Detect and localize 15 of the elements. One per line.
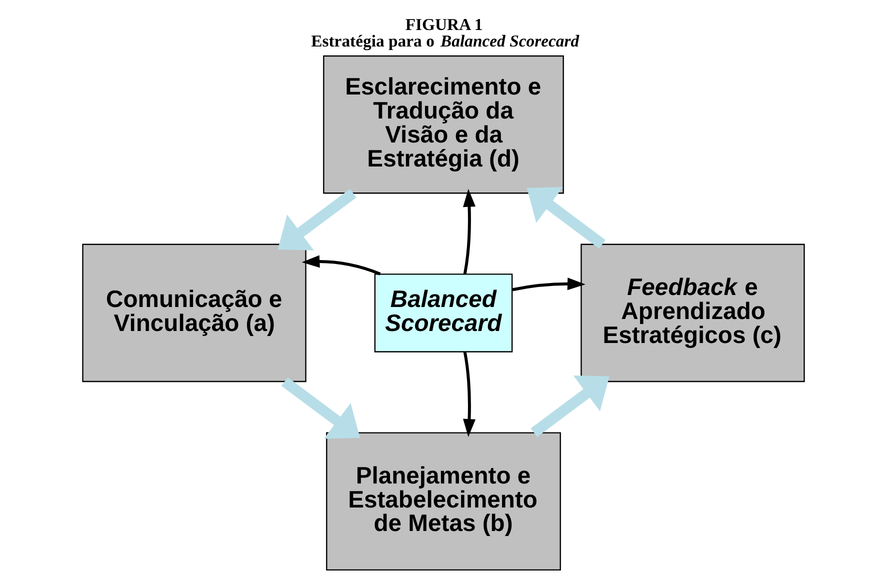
caption: Estratégia para o Balanced Scorecard — [310, 32, 579, 51]
arrow — [511, 278, 585, 292]
arrow — [530, 375, 609, 437]
arrow — [301, 255, 380, 276]
arrow — [277, 188, 356, 250]
diagram-title: FIGURA 1 — [404, 14, 482, 34]
node-box: Comunicação e Vinculação (a) — [82, 244, 306, 382]
arrow — [462, 352, 476, 437]
node-box: Balanced Scorecard — [374, 274, 512, 352]
node-box: Esclarecimento e Tradução da Visão e da Estratégia (d) — [322, 55, 564, 194]
arrow — [280, 377, 360, 439]
arrow — [462, 188, 476, 274]
node-box: Planejamento e Estabelecimento de Metas (b) — [326, 432, 560, 571]
node-box: Feedback e Aprendizado Estratégicos (c) — [580, 244, 804, 382]
arrow — [526, 187, 605, 249]
